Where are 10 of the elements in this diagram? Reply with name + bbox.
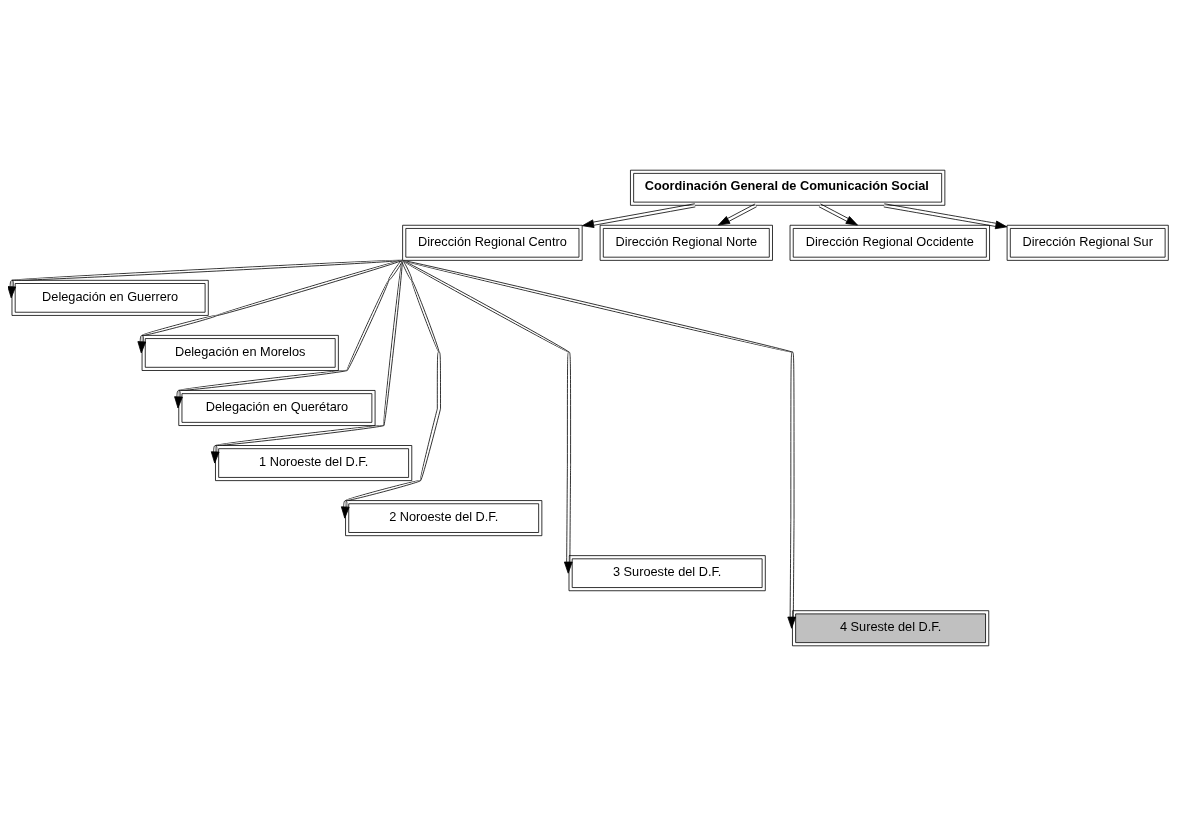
arrow xyxy=(137,259,403,353)
arrow xyxy=(401,259,573,574)
arrow xyxy=(210,259,403,463)
arrow xyxy=(174,259,403,408)
arrow xyxy=(582,202,696,228)
arrow xyxy=(401,259,797,629)
arrow xyxy=(717,203,757,225)
arrow xyxy=(340,259,441,519)
arrow xyxy=(818,203,858,225)
arrow xyxy=(883,202,1008,229)
